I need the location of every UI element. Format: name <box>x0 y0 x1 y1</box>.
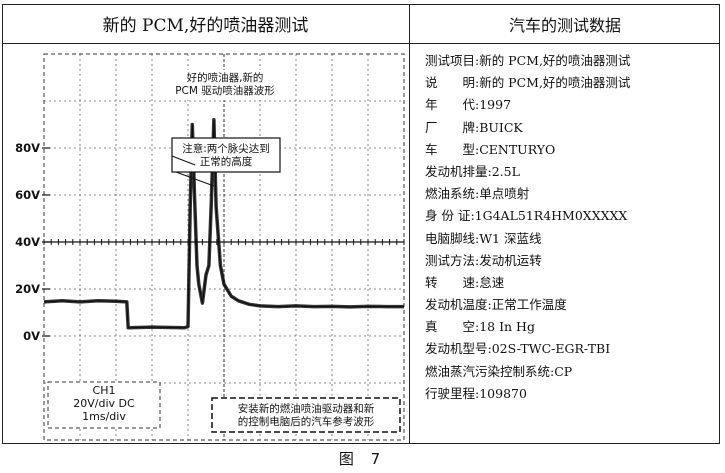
y-tick-label: 0V <box>23 329 40 343</box>
test-data-row: 发动机温度:正常工作温度 <box>425 297 567 313</box>
waveform-label: 好的喷油器,新的 <box>187 71 264 84</box>
y-tick-label: 20V <box>15 282 40 296</box>
test-data-row: 发动机排量:2.5L <box>425 163 520 179</box>
test-data-row: 厂 牌:BUICK <box>425 119 523 135</box>
peaks-note-arrow <box>171 155 196 166</box>
peaks-note-box <box>171 137 281 173</box>
peaks-note: 注意:两个脉尖达到 <box>182 142 270 155</box>
reference-footnote: 的控制电脑后的汽车参考波形 <box>238 415 375 428</box>
waveform-label: PCM 驱动喷油器波形 <box>175 84 275 97</box>
test-data-row: 年 代:1997 <box>425 97 512 113</box>
test-data-list: 测试项目:新的 PCM,好的喷油器测试说 明:新的 PCM,好的喷油器测试年 代… <box>425 50 717 405</box>
peaks-note: 正常的高度 <box>200 155 253 168</box>
test-data-row: 发动机型号:02S-TWC-EGR-TBI <box>425 341 611 357</box>
scope-settings: 1ms/div <box>82 410 126 423</box>
test-data-row: 燃油蒸汽污染控制系统:CP <box>425 363 573 379</box>
reference-footnote: 安装新的燃油喷油驱动器和新 <box>238 402 375 415</box>
test-data-row: 说 明:新的 PCM,好的喷油器测试 <box>425 75 631 91</box>
y-tick-label: 60V <box>15 188 40 202</box>
test-data-row: 测试方法:发动机运转 <box>425 252 542 268</box>
test-data-row: 真 空:18 In Hg <box>425 319 535 335</box>
reference-footnote-box <box>211 397 401 433</box>
peaks-note-arrow <box>175 171 215 187</box>
figure-frame <box>2 4 720 444</box>
injector-waveform <box>43 118 404 330</box>
y-tick-label: 80V <box>15 141 40 155</box>
test-data-row: 燃油系统:单点喷射 <box>425 186 530 202</box>
test-data-row: 车 型:CENTURYO <box>425 141 556 157</box>
test-data-panel-title: 汽车的测试数据 <box>409 4 720 44</box>
test-data-row: 电脑脚线:W1 深蓝线 <box>425 230 542 246</box>
test-data-row: 转 速:怠速 <box>425 274 505 290</box>
test-data-row: 行驶里程:109870 <box>425 385 527 401</box>
scope-settings-box <box>47 381 161 429</box>
scope-settings: 20V/div DC <box>73 397 135 410</box>
waveform-label-bg <box>168 70 280 100</box>
scope-settings: CH1 <box>93 384 116 397</box>
figure-caption: 图 7 <box>338 450 387 468</box>
scope-panel-title: 新的 PCM,好的喷油器测试 <box>2 4 409 44</box>
test-data-row: 测试项目:新的 PCM,好的喷油器测试 <box>425 53 631 68</box>
panel-divider <box>409 44 410 444</box>
test-data-row: 身 份 证:1G4AL51R4HM0XXXXX <box>425 208 628 224</box>
y-tick-label: 40V <box>15 235 40 249</box>
